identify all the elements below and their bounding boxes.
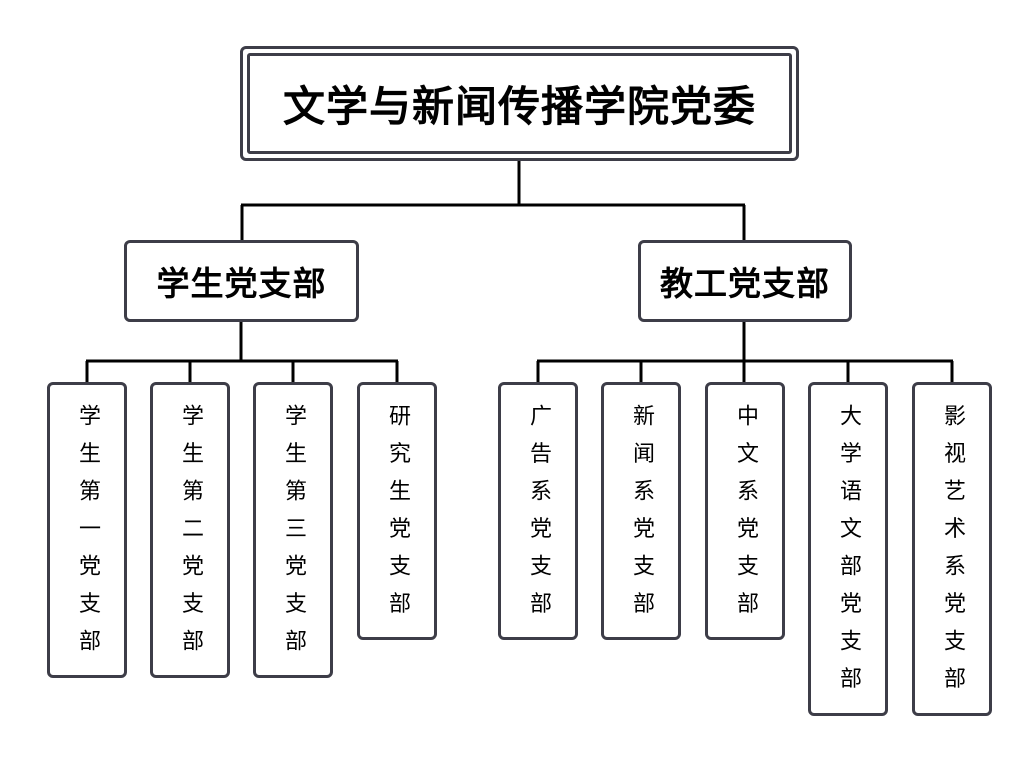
staff-leaf-2-label: 新闻系党支部: [629, 404, 654, 629]
student-leaf-2: 学生第二党支部: [150, 382, 230, 678]
staff-leaf-4: 大学语文部党支部: [808, 382, 888, 716]
student-leaf-3: 学生第三党支部: [253, 382, 333, 678]
student-leaf-1-label: 学生第一党支部: [75, 404, 100, 667]
staff-leaf-3-label: 中文系党支部: [733, 404, 758, 629]
staff-leaf-5-label: 影视艺术系党支部: [940, 404, 965, 704]
staff-leaf-5: 影视艺术系党支部: [912, 382, 992, 716]
staff-leaf-1-label: 广告系党支部: [526, 404, 551, 629]
staff-leaf-2: 新闻系党支部: [601, 382, 681, 640]
root-node: 文学与新闻传播学院党委: [247, 53, 792, 154]
staff-leaf-3: 中文系党支部: [705, 382, 785, 640]
branch-staff-node: 教工党支部: [638, 240, 852, 322]
student-leaf-3-label: 学生第三党支部: [281, 404, 306, 667]
branch-student-node: 学生党支部: [124, 240, 359, 322]
student-leaf-4-label: 研究生党支部: [385, 404, 410, 629]
student-leaf-1: 学生第一党支部: [47, 382, 127, 678]
staff-leaf-1: 广告系党支部: [498, 382, 578, 640]
student-leaf-4: 研究生党支部: [357, 382, 437, 640]
student-leaf-2-label: 学生第二党支部: [178, 404, 203, 667]
root-node-frame: [240, 46, 799, 161]
staff-leaf-4-label: 大学语文部党支部: [836, 404, 861, 704]
